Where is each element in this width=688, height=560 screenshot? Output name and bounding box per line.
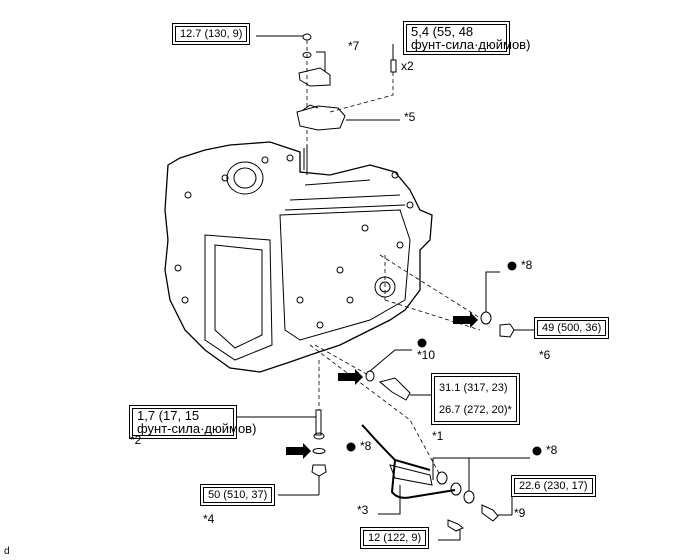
valve-body [204, 234, 273, 361]
transaxle-housing [164, 141, 433, 373]
plug-right [499, 323, 515, 338]
torque-t4-line2: 26.7 (272, 20)* [439, 404, 512, 416]
callout-x2: x2 [401, 59, 414, 73]
union-1 [378, 377, 411, 401]
callout-3: *3 [357, 503, 369, 517]
torque-box-t5: 1,7 (17, 15 фунт-сила·дюймов) [129, 405, 257, 439]
stud-2 [315, 409, 322, 436]
arrow-right-3 [286, 443, 311, 459]
gasket-9 [463, 490, 475, 504]
torque-t4-line1: 31.1 (317, 23) [439, 382, 508, 394]
torque-box-t8: 12 (122, 9) [360, 527, 430, 549]
callout-10: *10 [417, 348, 436, 362]
torque-box-t3: 49 (500, 36) [534, 317, 610, 339]
bullet-8a [507, 261, 517, 271]
o-ring-8b [312, 448, 326, 454]
housing-rib [279, 209, 411, 341]
torque-box-t4: 31.1 (317, 23) 26.7 (272, 20)* [431, 373, 520, 425]
bolt-9 [481, 504, 499, 522]
torque-t5-line2: фунт-сила·дюймов) [137, 421, 257, 436]
torque-box-t2: 5,4 (55, 48 фунт-сила·дюймов) [403, 21, 531, 55]
bullet-8b [346, 442, 356, 452]
bullet-8c [532, 446, 542, 456]
arrow-right-1 [453, 312, 478, 328]
torque-t2-line2: фунт-сила·дюймов) [411, 37, 531, 52]
bolt-12 [447, 519, 464, 532]
top-nut [302, 33, 312, 41]
callout-8c: *8 [546, 443, 558, 457]
callout-8a: *8 [521, 258, 533, 272]
callout-9: *9 [514, 506, 526, 520]
callout-6: *6 [539, 348, 551, 362]
torque-t8: 12 (122, 9) [363, 530, 427, 546]
torque-t2-line1: 5,4 (55, 48 [411, 24, 474, 39]
switch-body [296, 105, 346, 131]
torque-t7: 22.6 (230, 17) [514, 478, 593, 494]
bullet-10 [417, 338, 427, 348]
torque-box-t7: 22.6 (230, 17) [511, 475, 596, 497]
callout-2: *2 [130, 433, 142, 447]
torque-t6: 50 (510, 37) [203, 487, 273, 503]
arrow-right-2 [338, 369, 363, 385]
plug-4 [311, 464, 327, 477]
torque-t5-line1: 1,7 (17, 15 [137, 408, 200, 423]
torque-box-t6: 50 (510, 37) [200, 484, 276, 506]
torque-t1: 12.7 (130, 9) [175, 26, 248, 42]
gasket-right [480, 311, 492, 325]
bell-housing-opening [226, 161, 264, 195]
torque-box-t1: 12.7 (130, 9) [172, 23, 251, 45]
bracket-bolt [390, 59, 397, 73]
callout-4: *4 [203, 512, 215, 526]
figure-code: d [4, 546, 10, 557]
torque-t3: 49 (500, 36) [537, 320, 607, 336]
callout-8b: *8 [360, 439, 372, 453]
callout-1: *1 [432, 429, 444, 443]
callout-7: *7 [348, 39, 360, 53]
bracket [298, 67, 331, 87]
callout-5: *5 [404, 110, 416, 124]
